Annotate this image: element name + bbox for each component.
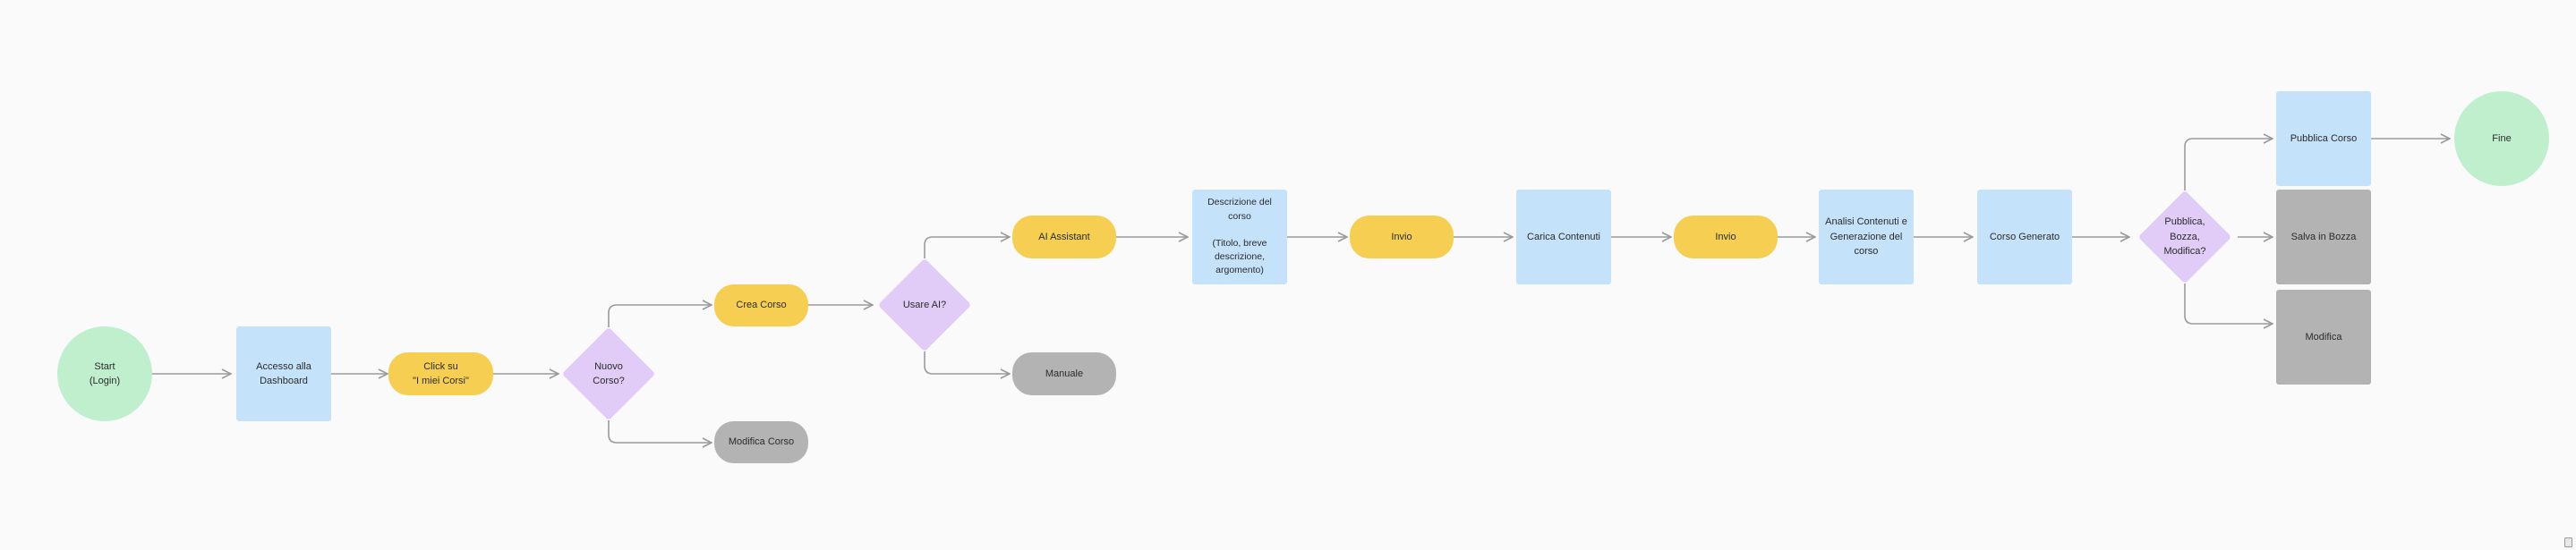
usare-ai-decision: Usare AI? <box>877 258 972 352</box>
salva-bozza-node: Salva in Bozza <box>2276 190 2371 284</box>
manuale-node: Manuale <box>1012 352 1116 395</box>
decision-label: Usare AI? <box>902 299 947 310</box>
invio-node-1: Invio <box>1350 216 1454 258</box>
invio-node-2: Invio <box>1674 216 1778 258</box>
nuovo-corso-decision: Nuovo Corso? <box>561 326 656 421</box>
analisi-node: Analisi Contenuti e Generazione del cors… <box>1819 190 1914 284</box>
edge-usareai-ai <box>924 237 1010 258</box>
fine-node: Fine <box>2454 91 2549 186</box>
click-miei-corsi-node: Click su "I miei Corsi" <box>388 352 493 395</box>
edge-decision-pubblica <box>2184 139 2273 190</box>
edge-decision-modifica <box>2184 283 2273 324</box>
edge-nuovo-modifica <box>608 420 712 443</box>
page-icon[interactable] <box>2564 537 2572 547</box>
modifica-corso-node: Modifica Corso <box>714 421 808 463</box>
dashboard-node: Accesso alla Dashboard <box>236 326 331 421</box>
start-node: Start (Login) <box>57 326 152 421</box>
descrizione-node: Descrizione del corso (Titolo, breve des… <box>1192 190 1287 284</box>
decision-label: Nuovo Corso? <box>593 360 625 387</box>
edge-nuovo-crea <box>608 305 712 327</box>
pubblica-corso-node: Pubblica Corso <box>2276 91 2371 186</box>
crea-corso-node: Crea Corso <box>714 284 808 326</box>
modifica-node: Modifica <box>2276 290 2371 385</box>
pubblica-bozza-modifica-decision: Pubblica, Bozza, Modifica? <box>2137 190 2232 284</box>
corso-generato-node: Corso Generato <box>1977 190 2072 284</box>
edge-usareai-manuale <box>924 351 1010 374</box>
decision-label: Pubblica, Bozza, Modifica? <box>2163 216 2206 258</box>
carica-contenuti-node: Carica Contenuti <box>1516 190 1611 284</box>
ai-assistant-node: AI Assistant <box>1012 216 1116 258</box>
